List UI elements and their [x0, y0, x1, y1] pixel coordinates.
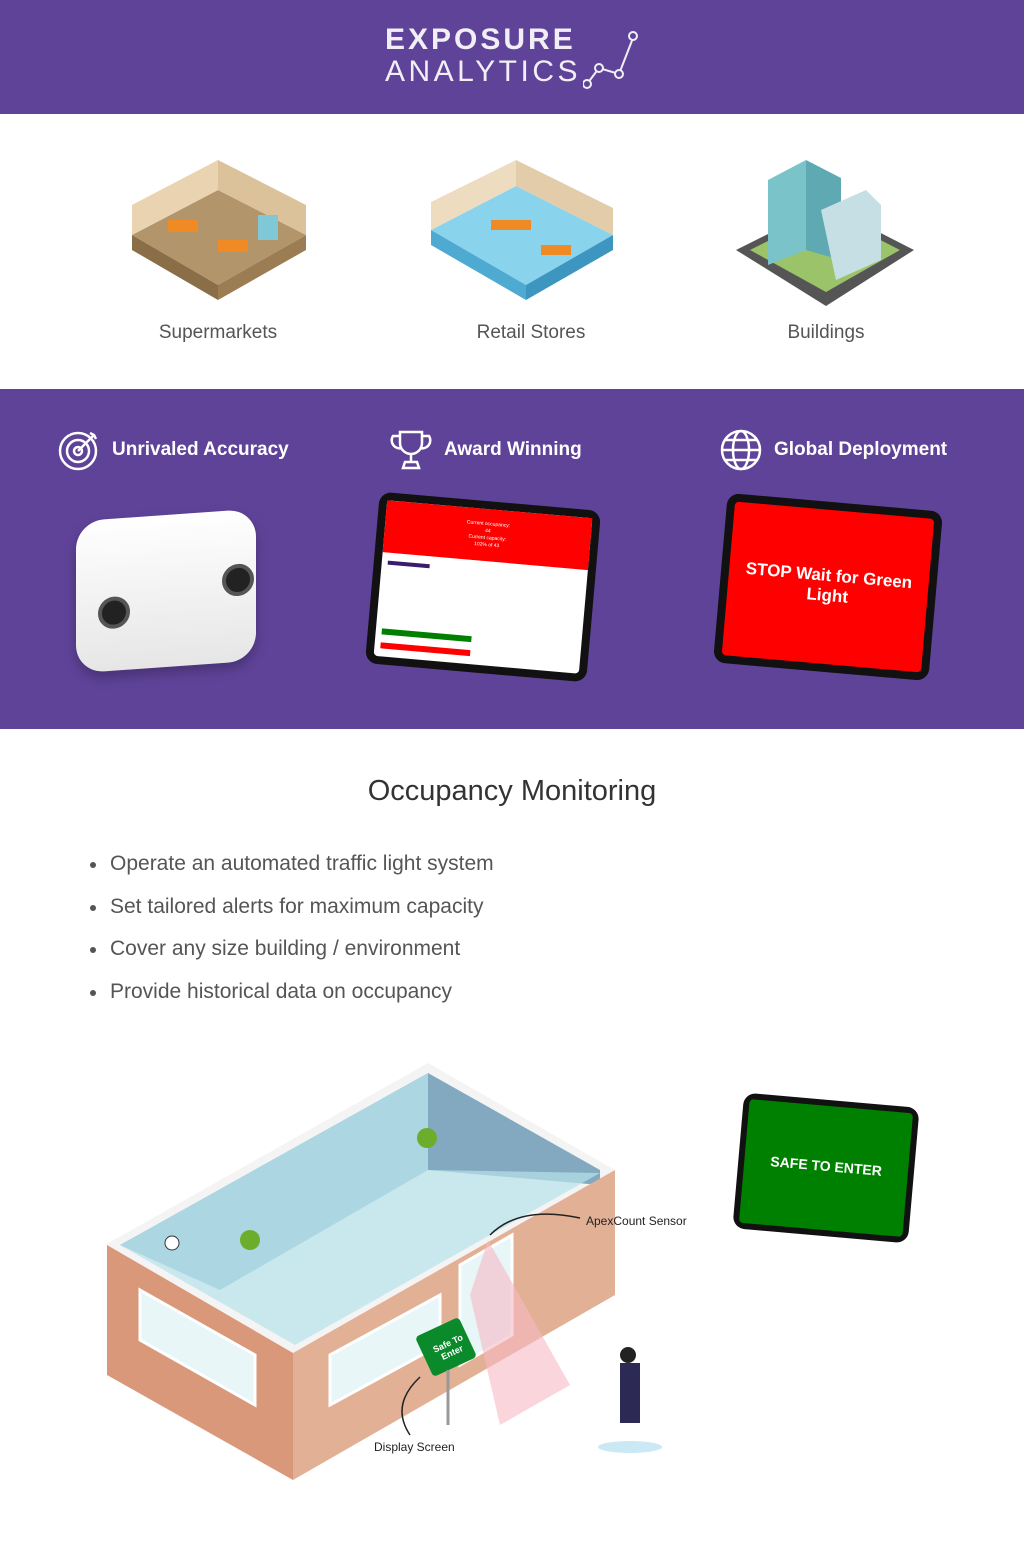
feature-award: Award Winning — [390, 429, 582, 471]
logo-line2: ANALYTICS — [385, 55, 581, 88]
feature-label: Unrivaled Accuracy — [112, 439, 289, 460]
globe-icon — [720, 429, 762, 471]
tablet-stop: STOP Wait for Green Light — [713, 492, 943, 682]
tablet-safe: SAFE TO ENTER — [732, 1092, 920, 1244]
bullet-item: Provide historical data on occupancy — [90, 980, 494, 1023]
feature-bullets: Operate an automated traffic light syste… — [90, 852, 494, 1023]
sensor-device-image — [76, 508, 256, 674]
sensor-callout: ApexCount Sensor — [586, 1214, 687, 1228]
venue-retail-stores: Retail Stores — [431, 150, 631, 344]
retail-store-illustration — [431, 150, 631, 310]
building-illustration — [105, 1063, 662, 1480]
stop-message: STOP Wait for Green Light — [721, 501, 935, 673]
safe-message: SAFE TO ENTER — [738, 1099, 914, 1237]
features-band: Unrivaled Accuracy Award Winning Global … — [0, 389, 1024, 729]
venue-buildings: Buildings — [726, 150, 926, 344]
feature-accuracy: Unrivaled Accuracy — [58, 429, 289, 471]
section-title: Occupancy Monitoring — [367, 775, 657, 807]
chart-line-icon — [583, 31, 638, 89]
target-icon — [58, 431, 98, 471]
sensor-lens — [222, 562, 254, 598]
supermarket-illustration — [118, 150, 318, 310]
feature-global: Global Deployment — [720, 429, 947, 471]
tablet-dashboard: Current occupancy: 44 Current capacity: … — [364, 491, 602, 683]
venue-label: Buildings — [787, 322, 865, 343]
sensor-lens — [98, 595, 130, 630]
buildings-illustration — [726, 150, 926, 310]
venue-label: Supermarkets — [158, 322, 278, 343]
venue-label: Retail Stores — [476, 322, 586, 343]
feature-label: Award Winning — [444, 439, 582, 460]
bullet-item: Set tailored alerts for maximum capacity — [90, 895, 494, 938]
header: EXPOSURE ANALYTICS — [0, 0, 1024, 114]
logo-line1: EXPOSURE — [385, 23, 576, 56]
bullet-item: Cover any size building / environment — [90, 937, 494, 980]
bullet-item: Operate an automated traffic light syste… — [90, 852, 494, 895]
display-callout: Display Screen — [374, 1440, 455, 1454]
feature-label: Global Deployment — [774, 439, 948, 460]
trophy-icon — [390, 430, 432, 470]
logo: EXPOSURE ANALYTICS — [385, 23, 638, 89]
venue-supermarkets: Supermarkets — [118, 150, 318, 344]
